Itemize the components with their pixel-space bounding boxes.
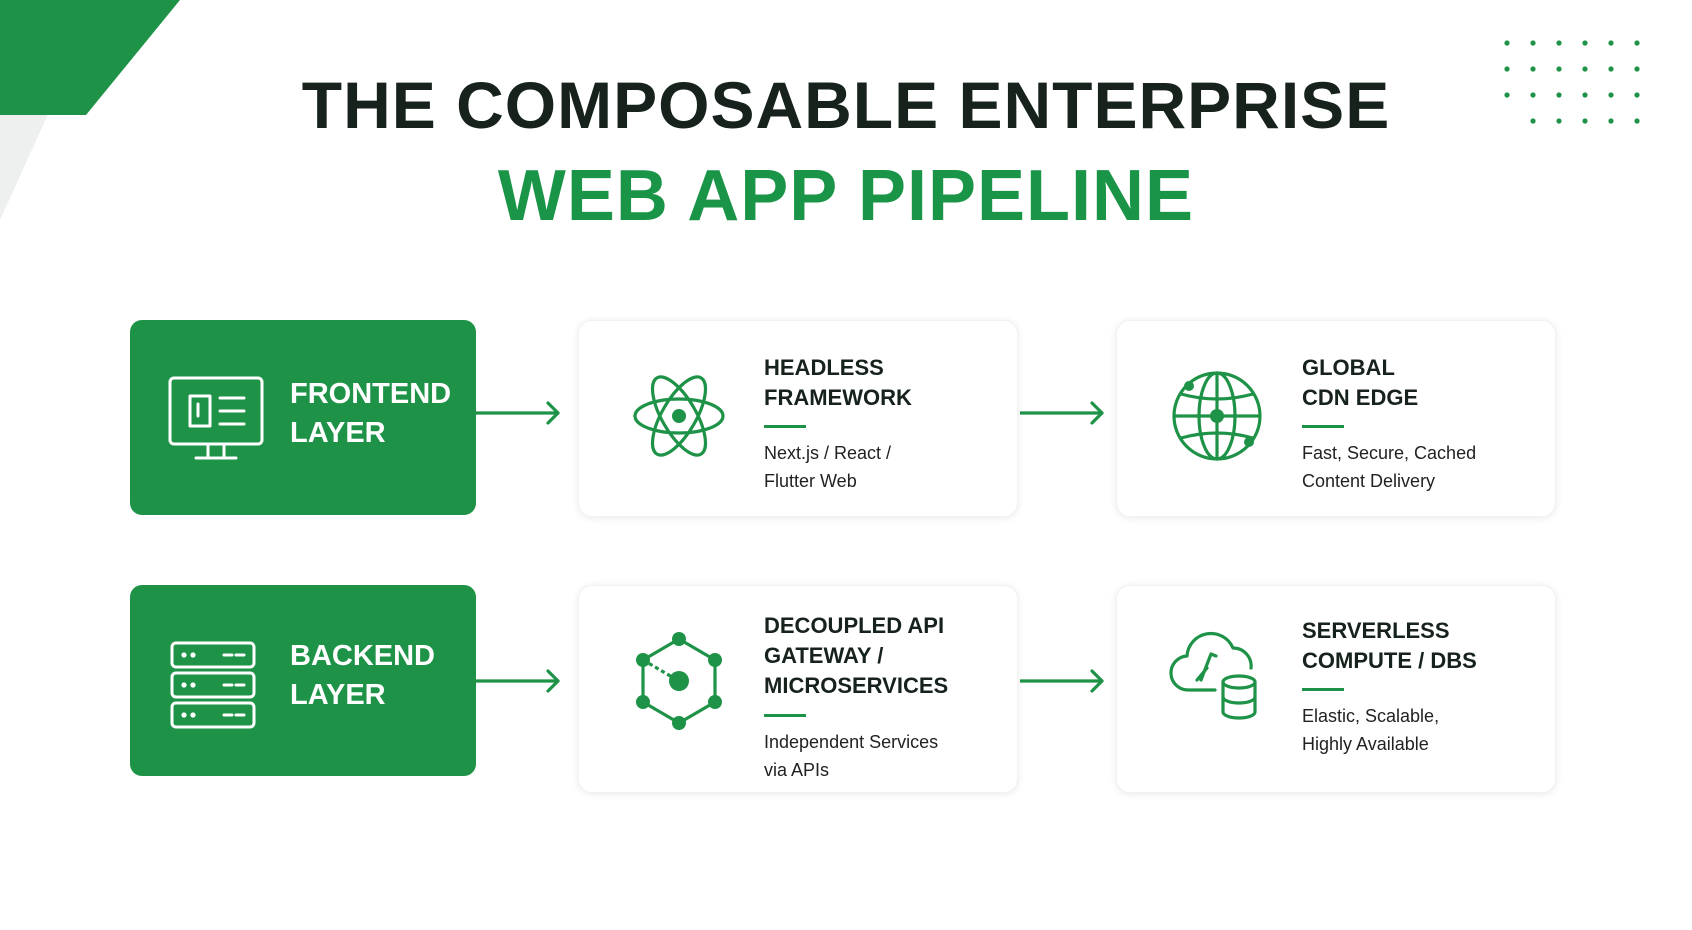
global-cdn-edge-card: GLOBAL CDN EDGE Fast, Secure, Cached Con… [1116,320,1556,517]
dot-grid-decoration [1504,40,1640,124]
cdn-desc-line1: Fast, Secure, Cached [1302,443,1477,463]
api-title-line1: DECOUPLED API [764,613,945,638]
api-title-line3: MICROSERVICES [764,673,949,698]
backend-layer-label-line2: LAYER [290,679,386,711]
server-icon [170,641,256,729]
cdn-desc-line2: Content Delivery [1302,471,1436,491]
globe-icon [1172,371,1262,461]
api-title-rule [764,714,806,717]
api-gateway-desc: Independent Services via APIs [764,728,1004,784]
hexagon-network-icon [636,632,722,730]
headless-desc-line1: Next.js / React / [764,443,892,463]
api-gateway-title: DECOUPLED API GATEWAY / MICROSERVICES [764,611,948,701]
headless-title-line1: HEADLESS [764,355,884,380]
backend-layer-label: BACKEND LAYER [290,637,435,715]
frontend-layer-label: FRONTEND LAYER [290,375,451,453]
serverless-title-line1: SERVERLESS [1302,618,1450,643]
headless-desc-line2: Flutter Web [764,471,857,491]
frontend-layer-box: FRONTEND LAYER [130,320,476,515]
headless-title-rule [764,425,806,428]
page-subtitle: WEB APP PIPELINE [497,156,1195,236]
headless-title-line2: FRAMEWORK [764,385,912,410]
backend-layer-label-line1: BACKEND [290,640,435,672]
serverless-compute-card: SERVERLESS COMPUTE / DBS Elastic, Scalab… [1116,585,1556,793]
arrow-frontend-to-headless [476,401,560,425]
serverless-desc: Elastic, Scalable, Highly Available [1302,702,1542,758]
arrow-backend-to-api-gateway [476,669,560,693]
react-atom-icon [633,375,725,457]
api-desc-line2: via APIs [764,760,830,780]
frontend-layer-label-line1: FRONTEND [290,378,452,410]
cdn-title-rule [1302,425,1344,428]
frontend-layer-label-line2: LAYER [290,417,386,449]
cloud-lambda-database-icon [1169,631,1257,720]
serverless-desc-line2: Highly Available [1302,734,1429,754]
headless-framework-desc: Next.js / React / Flutter Web [764,439,1004,495]
global-cdn-title: GLOBAL CDN EDGE [1302,353,1418,413]
serverless-title-line2: COMPUTE / DBS [1302,648,1477,673]
backend-layer-box: BACKEND LAYER [130,585,476,776]
decoupled-api-gateway-card: DECOUPLED API GATEWAY / MICROSERVICES In… [578,585,1018,793]
monitor-icon [168,376,264,460]
page-title: THE COMPOSABLE ENTERPRISE [301,68,1391,142]
serverless-title: SERVERLESS COMPUTE / DBS [1302,616,1477,676]
api-title-line2: GATEWAY / [764,643,884,668]
cdn-title-line1: GLOBAL [1302,355,1395,380]
arrow-headless-to-cdn [1020,401,1104,425]
headless-framework-title: HEADLESS FRAMEWORK [764,353,912,413]
arrow-api-gateway-to-serverless [1020,669,1104,693]
cdn-title-line2: CDN EDGE [1302,385,1419,410]
api-desc-line1: Independent Services [764,732,939,752]
serverless-desc-line1: Elastic, Scalable, [1302,706,1440,726]
headless-framework-card: HEADLESS FRAMEWORK Next.js / React / Flu… [578,320,1018,517]
serverless-title-rule [1302,688,1344,691]
corner-green-shape [0,0,180,115]
global-cdn-desc: Fast, Secure, Cached Content Delivery [1302,439,1542,495]
